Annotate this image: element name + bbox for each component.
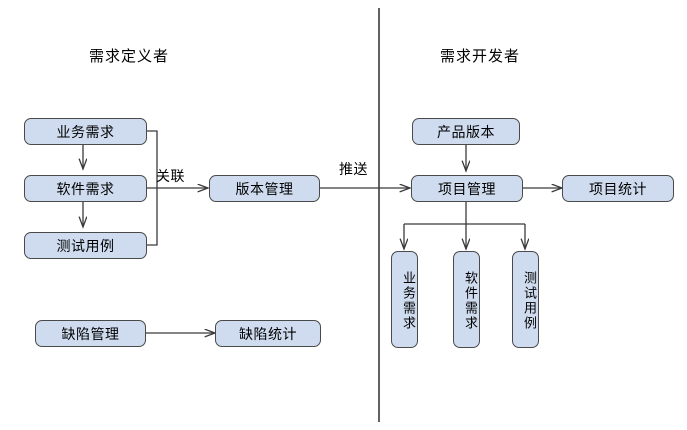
node-test-case-dev[interactable]: 测试用例	[512, 251, 539, 348]
node-defect-management[interactable]: 缺陷管理	[35, 320, 146, 347]
node-project-management[interactable]: 项目管理	[411, 175, 523, 202]
node-defect-statistics[interactable]: 缺陷统计	[215, 320, 321, 347]
node-version-management[interactable]: 版本管理	[209, 175, 320, 202]
node-test-case[interactable]: 测试用例	[24, 232, 147, 259]
node-project-statistics[interactable]: 项目统计	[562, 175, 674, 202]
node-software-requirement[interactable]: 软件需求	[24, 175, 147, 202]
node-software-requirement-dev[interactable]: 软件需求	[453, 251, 480, 348]
node-business-requirement-dev[interactable]: 业务需求	[391, 251, 418, 348]
lane-title-requirement-definer: 需求定义者	[89, 47, 170, 65]
edge-label-push: 推送	[339, 162, 368, 178]
node-product-version[interactable]: 产品版本	[412, 118, 520, 145]
edge-label-associate: 关联	[156, 169, 185, 185]
node-business-requirement[interactable]: 业务需求	[24, 118, 147, 145]
connector-testcase-to-bus	[147, 188, 158, 246]
lane-title-requirement-developer: 需求开发者	[440, 47, 521, 65]
